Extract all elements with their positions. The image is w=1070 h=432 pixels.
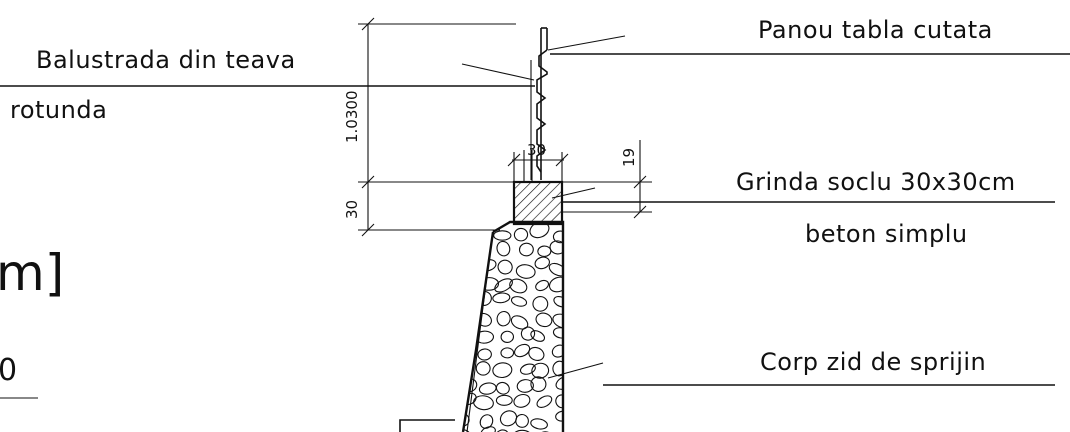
label-panel: Panou tabla cutata [758, 16, 993, 44]
wall-stone [552, 313, 563, 329]
partial-fragment-text: 0 [0, 353, 18, 388]
wall-stone [535, 312, 553, 328]
wall-stone [493, 230, 512, 241]
wall-stone [509, 278, 528, 294]
dim-railing-height-label: 1.0300 [343, 91, 361, 144]
partial-unit-text: m] [0, 244, 64, 302]
wall-stone [553, 295, 563, 308]
retaining-wall-body [461, 220, 565, 432]
dim-offset-label: 19 [620, 148, 638, 167]
wall-stone [520, 326, 536, 341]
dimension-offset: 19 [562, 140, 652, 219]
wall-stone [552, 327, 563, 339]
ground-stub [399, 419, 455, 432]
wall-stone [512, 429, 533, 432]
label-wall: Corp zid de sprijin [760, 348, 986, 376]
wall-stone [496, 310, 511, 327]
wall-stone [548, 276, 563, 293]
wall-stone [555, 410, 563, 422]
wall-stone [463, 276, 472, 291]
wall-stone [496, 240, 511, 257]
wall-stone [492, 362, 513, 379]
wall-stone [478, 382, 497, 395]
wall-stone [478, 277, 500, 291]
wall-stone [463, 308, 470, 322]
wall-stone [480, 426, 496, 432]
dimension-railing-height: 1.0300 30 [343, 17, 516, 237]
wall-stone [530, 376, 547, 393]
wall-stone [479, 414, 494, 429]
label-railing-line1: Balustrada din teava [36, 46, 296, 74]
wall-stone [528, 346, 545, 361]
wall-stone [513, 227, 529, 242]
dim-beam-height-label: 30 [343, 200, 361, 219]
wall-stone [514, 343, 531, 358]
wall-stone [548, 262, 563, 277]
wall-stone [463, 289, 474, 304]
dimension-beam-width: 30 [507, 141, 569, 182]
wall-stone [515, 413, 529, 428]
wall-stone [515, 264, 536, 279]
wall-stone [476, 312, 492, 327]
wall-stone [477, 348, 492, 361]
wall-stone [510, 296, 528, 307]
wall-stone [495, 381, 510, 395]
label-beam: Grinda soclu 30x30cm [736, 168, 1016, 196]
wall-stone [500, 330, 515, 343]
wall-stone [516, 379, 534, 393]
label-beam-material: beton simplu [805, 220, 968, 248]
wall-stone [473, 395, 494, 411]
wall-stone [549, 240, 563, 255]
wall-stone [519, 363, 536, 375]
label-railing-line2: rotunda [10, 96, 107, 124]
plinth-beam [512, 180, 564, 226]
wall-stone [551, 344, 563, 358]
wall-stone [495, 394, 513, 406]
wall-stone [532, 296, 549, 312]
wall-stone [499, 410, 518, 427]
wall-stone [463, 259, 479, 273]
wall-stone [495, 429, 509, 432]
dim-beam-width-label: 30 [527, 141, 546, 159]
railing-panel [523, 27, 548, 182]
wall-stone [510, 315, 529, 330]
wall-stone [474, 245, 490, 257]
wall-stone [463, 240, 475, 257]
wall-stone [536, 395, 553, 408]
wall-stone [535, 279, 550, 292]
wall-stone [537, 245, 552, 258]
wall-stone [492, 292, 511, 304]
wall-stone [552, 360, 563, 377]
wall-stone [552, 230, 563, 244]
wall-stone [555, 375, 563, 390]
wall-stone [534, 256, 550, 270]
leader-lines [0, 35, 1070, 399]
wall-stone [518, 242, 534, 257]
wall-stone [513, 393, 531, 408]
wall-stone [555, 394, 563, 409]
wall-stone [475, 361, 491, 376]
wall-stone [463, 326, 476, 340]
wall-stone [500, 347, 515, 359]
wall-stone [463, 365, 473, 377]
wall-stone [530, 418, 548, 430]
wall-stone [530, 330, 546, 342]
wall-stone [497, 259, 513, 275]
wall-stone [463, 346, 472, 363]
